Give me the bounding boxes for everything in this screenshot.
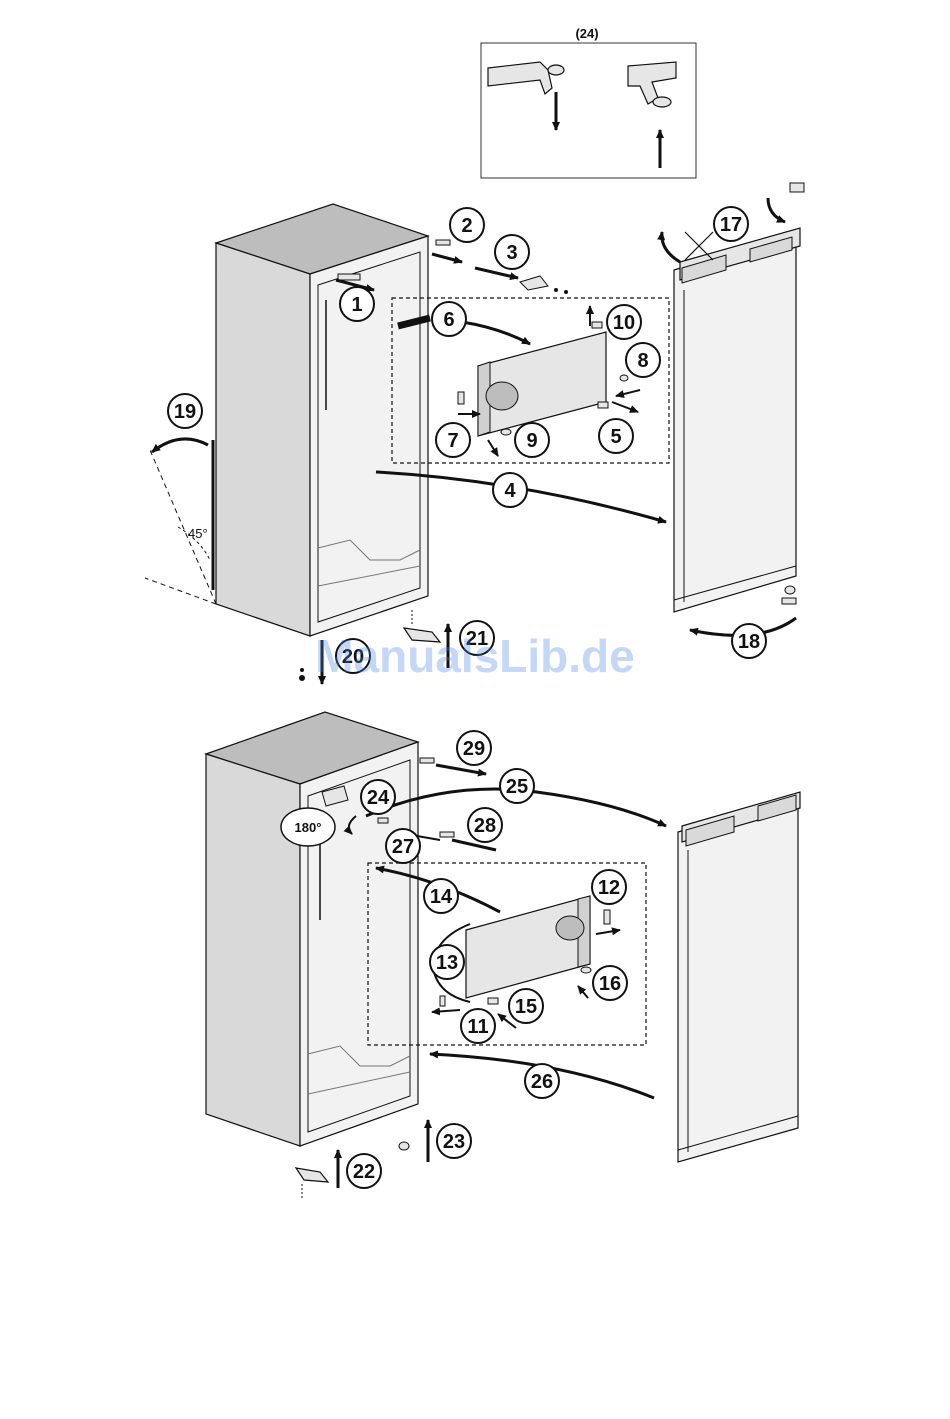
cabinet-bottom <box>206 712 418 1146</box>
callout-15: 15 <box>509 989 543 1023</box>
hinge-left-icon <box>488 62 564 130</box>
callout-4: 4 <box>493 473 527 507</box>
callout-number: 14 <box>430 886 453 908</box>
callout-3: 3 <box>495 235 529 269</box>
callout-number: 29 <box>463 738 485 760</box>
callout-16: 16 <box>593 966 627 1000</box>
callout-number: 8 <box>637 350 648 372</box>
watermark-text: ManualsLib.de <box>315 630 634 682</box>
callout-number: 11 <box>467 1016 488 1038</box>
callout-number: 24 <box>367 787 390 809</box>
callout-1: 1 <box>340 287 374 321</box>
callout-number: 4 <box>504 480 516 502</box>
callout-number: 5 <box>610 426 621 448</box>
callout-11: 11 <box>461 1009 495 1043</box>
callout-number: 13 <box>436 952 458 974</box>
callout-17: 17 <box>714 207 748 241</box>
callout-number: 2 <box>461 215 472 237</box>
callout-number: 23 <box>443 1131 465 1153</box>
callout-number: 18 <box>738 631 760 653</box>
callout-number: 12 <box>598 877 620 899</box>
inset-label: (24) <box>575 26 598 41</box>
callout-12: 12 <box>592 870 626 904</box>
callout-14: 14 <box>424 879 458 913</box>
callout-number: 15 <box>515 996 537 1018</box>
callout-22: 22 <box>347 1154 381 1188</box>
callout-10: 10 <box>607 305 641 339</box>
inset-hinge-detail: (24) <box>481 26 696 178</box>
callout-number: 25 <box>506 776 528 798</box>
rotate-angle-label: 180° <box>295 820 322 835</box>
callout-23: 23 <box>437 1124 471 1158</box>
callout-29: 29 <box>457 731 491 765</box>
callout-number: 28 <box>474 815 496 837</box>
callout-number: 22 <box>353 1161 375 1183</box>
callout-25: 25 <box>500 769 534 803</box>
callout-19: 19 <box>168 394 202 428</box>
tilt-guide: 45° <box>145 439 216 604</box>
callout-7: 7 <box>436 423 470 457</box>
callout-number: 27 <box>392 836 414 858</box>
callout-number: 10 <box>613 312 635 334</box>
hinge-right-icon <box>628 62 676 168</box>
callout-number: 19 <box>174 401 196 423</box>
callout-28: 28 <box>468 808 502 842</box>
callout-2: 2 <box>450 208 484 242</box>
callout-8: 8 <box>626 343 660 377</box>
callout-18: 18 <box>732 624 766 658</box>
cabinet-top <box>216 204 428 636</box>
callout-6: 6 <box>432 302 466 336</box>
tilt-angle-label: 45° <box>188 526 208 541</box>
callout-number: 7 <box>447 430 458 452</box>
callout-26: 26 <box>525 1064 559 1098</box>
rotate-180-badge: 180° <box>281 808 335 846</box>
callout-number: 1 <box>351 294 362 316</box>
callout-number: 3 <box>506 242 517 264</box>
callout-27: 27 <box>386 829 420 863</box>
callout-13: 13 <box>430 945 464 979</box>
door-top-right <box>662 183 804 635</box>
callout-number: 26 <box>531 1071 553 1093</box>
door-bottom-right <box>678 792 800 1162</box>
callout-24: 24 <box>361 780 395 814</box>
callout-number: 16 <box>599 973 621 995</box>
callout-number: 17 <box>720 214 742 236</box>
callout-number: 6 <box>443 309 454 331</box>
callout-9: 9 <box>515 423 549 457</box>
callout-5: 5 <box>599 419 633 453</box>
callout-number: 9 <box>526 430 537 452</box>
